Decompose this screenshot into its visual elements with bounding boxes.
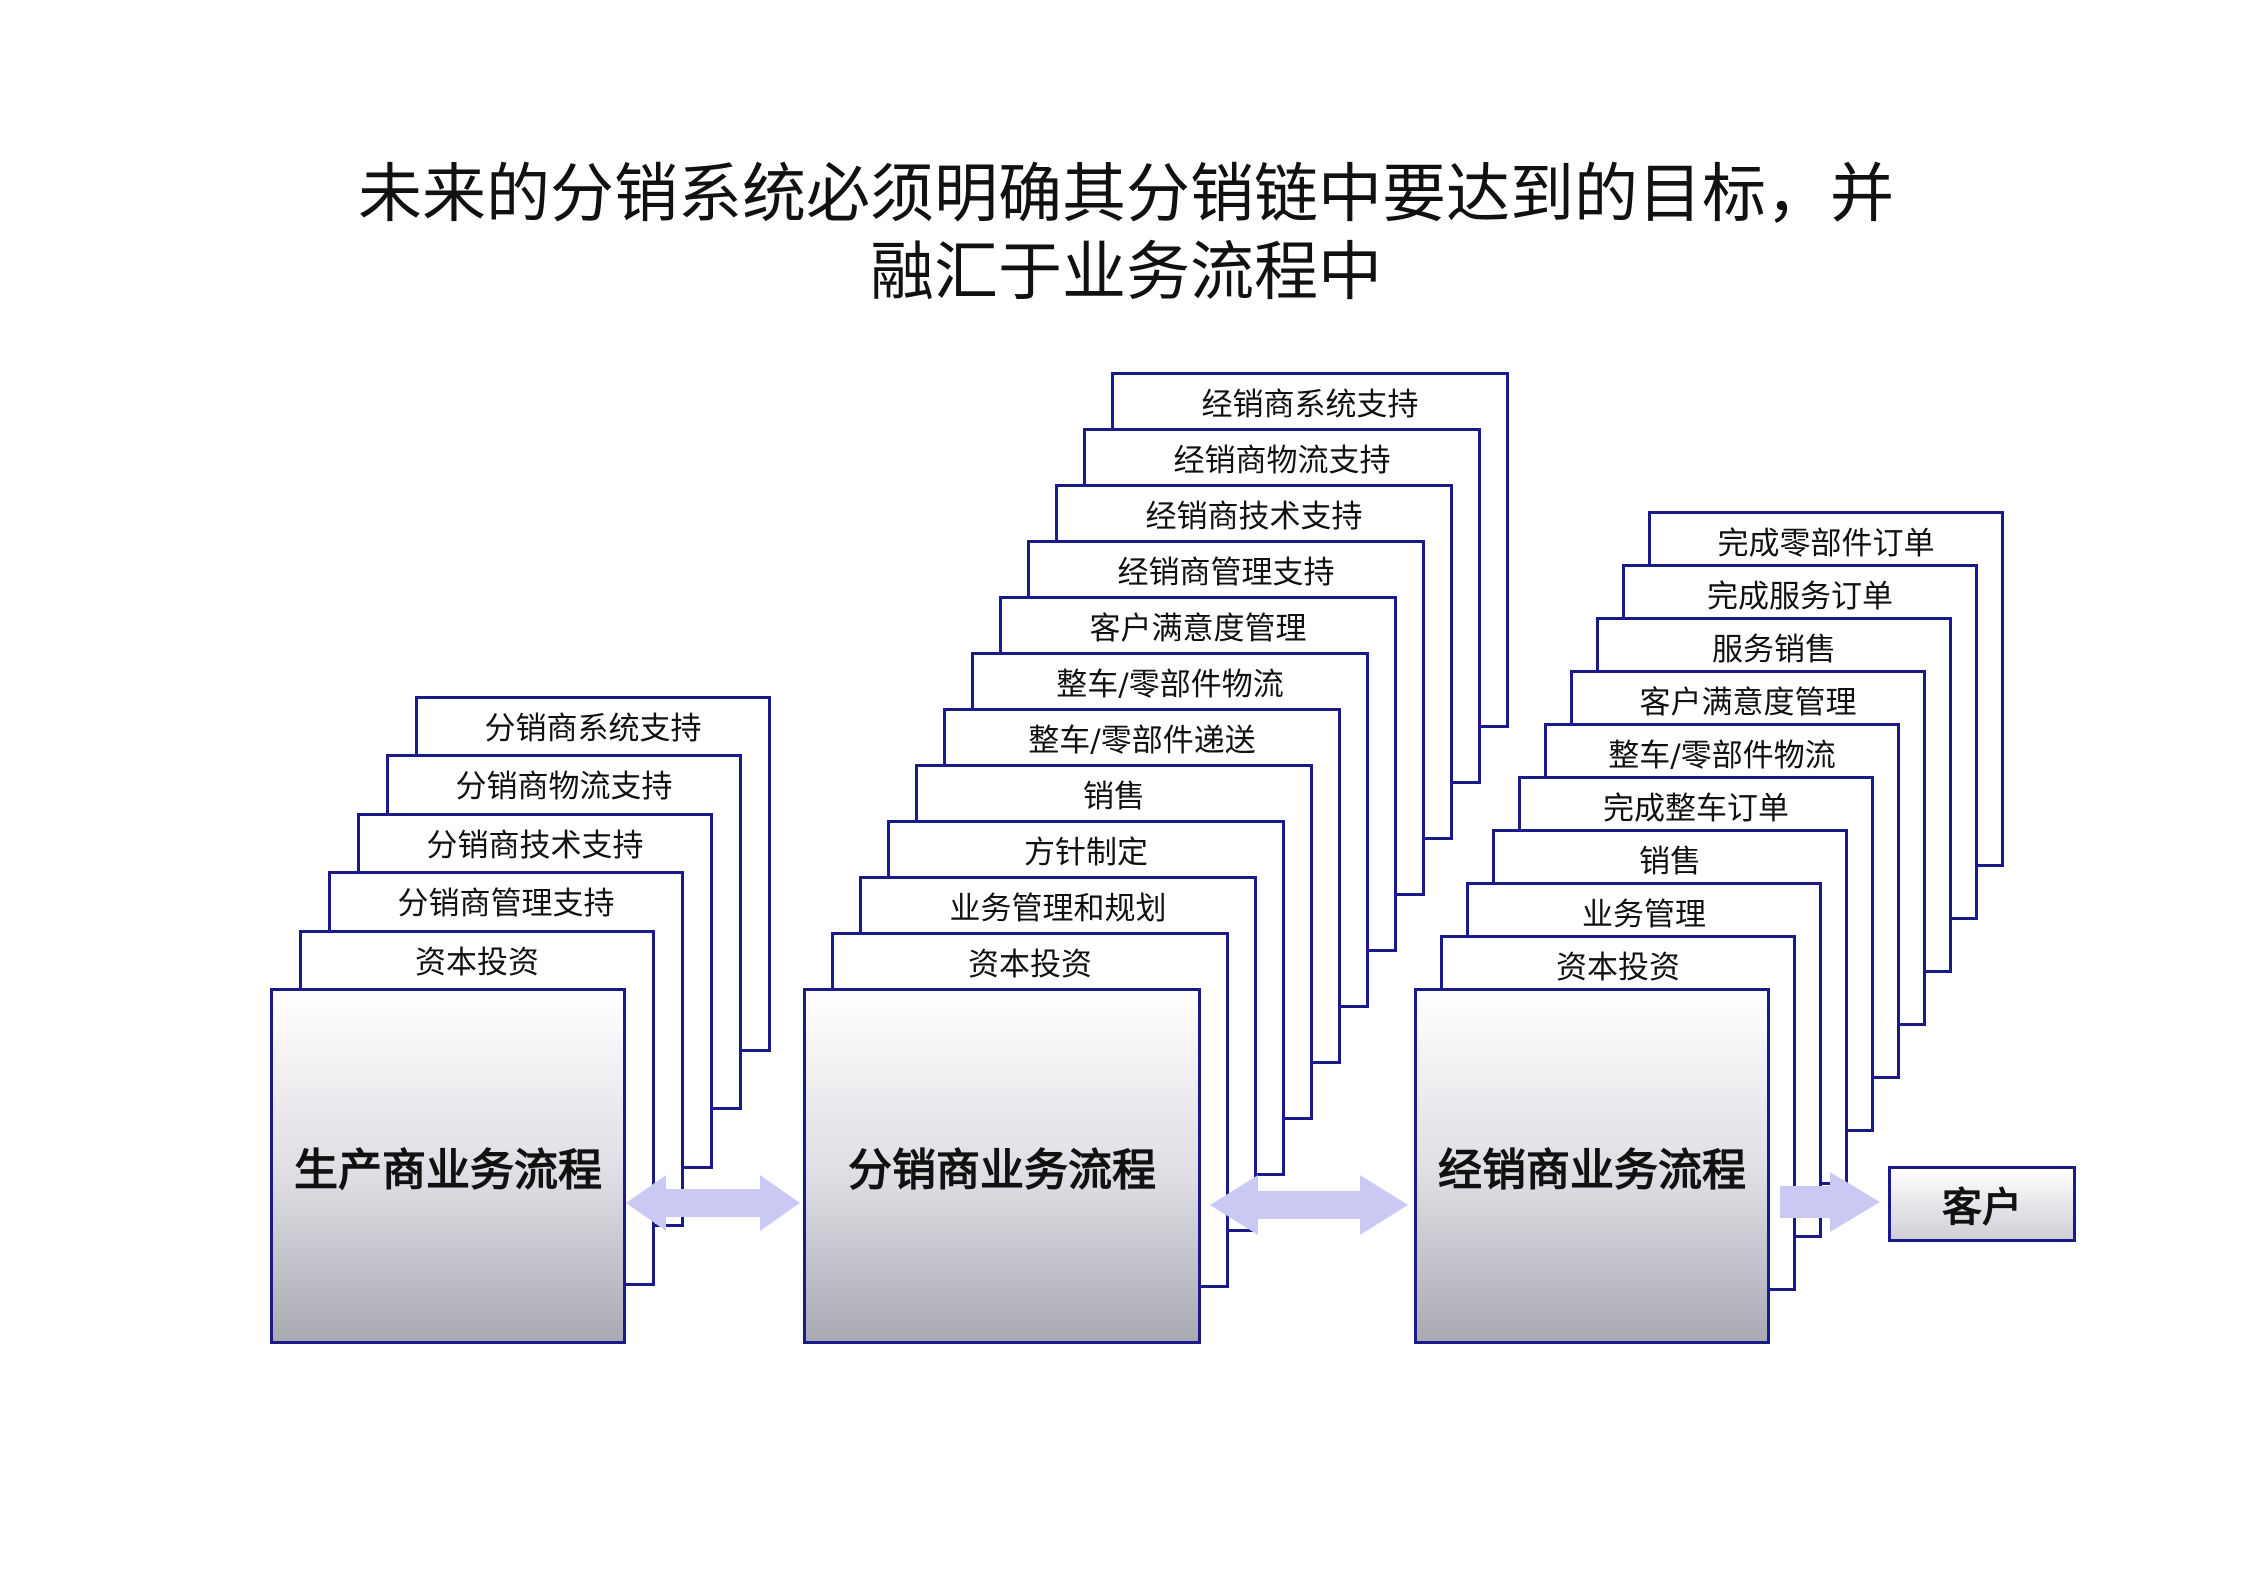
customer-label: 客户: [1942, 1185, 2022, 1231]
process-card-label: 资本投资: [968, 947, 1092, 983]
customer-box: 客户: [1888, 1166, 2076, 1242]
process-card-label: 资本投资: [1556, 950, 1680, 986]
dealer-process-label: 经销商业务流程: [1438, 1145, 1746, 1196]
dealer-customer-arrow: [1780, 1172, 1880, 1232]
process-card-label: 分销商物流支持: [455, 769, 673, 805]
distributor-process-label: 分销商业务流程: [848, 1145, 1156, 1196]
process-card-label: 分销商技术支持: [426, 827, 644, 864]
manufacturer-process-label: 生产商业务流程: [294, 1145, 602, 1196]
process-card-label: 完成零部件订单: [1717, 526, 1935, 562]
process-card-label: 完成整车订单: [1603, 791, 1789, 827]
process-card-label: 分销商管理支持: [397, 886, 615, 922]
process-card-label: 服务销售: [1712, 632, 1836, 668]
process-card-label: 客户满意度管理: [1639, 685, 1857, 721]
process-card-label: 销售: [1083, 779, 1145, 815]
process-card-label: 整车/零部件递送: [1028, 723, 1256, 759]
process-card-label: 整车/零部件物流: [1608, 738, 1836, 774]
process-card-label: 经销商物流支持: [1173, 443, 1391, 479]
distributor-process-box: 分销商业务流程: [803, 988, 1201, 1344]
process-card-label: 整车/零部件物流: [1056, 667, 1284, 703]
process-card-label: 经销商管理支持: [1117, 555, 1335, 591]
process-card-label: 业务管理和规划: [949, 891, 1167, 927]
process-card-label: 销售: [1639, 844, 1701, 880]
manufacturer-process-box: 生产商业务流程: [270, 988, 626, 1344]
title-line-1: 未来的分销系统必须明确其分销链中要达到的目标，并: [358, 158, 1894, 232]
dealer-process-box: 经销商业务流程: [1414, 988, 1770, 1344]
manufacturer-distributor-arrow: [626, 1175, 800, 1231]
process-card-label: 分销商系统支持: [484, 710, 702, 747]
process-card-label: 经销商技术支持: [1145, 499, 1363, 535]
process-card-label: 完成服务订单: [1707, 579, 1893, 615]
process-card-label: 经销商系统支持: [1201, 387, 1419, 423]
distributor-dealer-arrow: [1210, 1175, 1408, 1235]
process-card-label: 客户满意度管理: [1089, 611, 1307, 647]
page-title: 未来的分销系统必须明确其分销链中要达到的目标，并 融汇于业务流程中: [0, 156, 2252, 312]
process-card-label: 方针制定: [1024, 835, 1148, 871]
process-card-label: 业务管理: [1582, 897, 1706, 933]
title-line-2: 融汇于业务流程中: [870, 236, 1382, 310]
process-card-label: 资本投资: [415, 944, 539, 981]
